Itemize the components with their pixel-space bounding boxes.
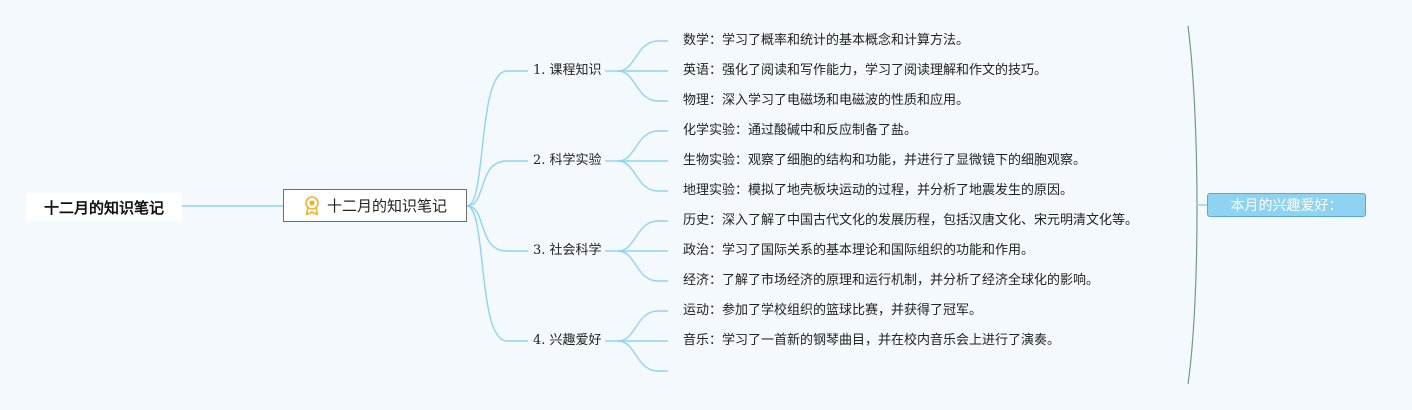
connector-leaf-4-1	[617, 310, 668, 342]
central-topic[interactable]: 十二月的知识笔记	[283, 189, 467, 222]
leaf-math[interactable]: 数学：学习了概率和统计的基本概念和计算方法。	[683, 33, 970, 48]
connector-center-branch-4	[466, 205, 528, 342]
connector-leaf-1-3	[617, 70, 668, 102]
connector-leaf-2-3	[617, 160, 668, 192]
central-topic-label: 十二月的知识笔记	[326, 197, 447, 215]
leaf-english[interactable]: 英语：强化了阅读和写作能力，学习了阅读理解和作文的技巧。	[683, 63, 1048, 78]
branch-science-experiments[interactable]: 2. 科学实验	[533, 153, 602, 168]
leaf-geography-experiment[interactable]: 地理实验：模拟了地壳板块运动的过程，并分析了地震发生的原因。	[683, 183, 1074, 198]
leaf-music[interactable]: 音乐：学习了一首新的钢琴曲目，并在校内音乐会上进行了演奏。	[683, 333, 1061, 348]
root-topic-label: 十二月的知识笔记	[43, 198, 164, 217]
leaf-chemistry-experiment[interactable]: 化学实验：通过酸碱中和反应制备了盐。	[683, 123, 918, 138]
root-topic[interactable]: 十二月的知识笔记	[26, 193, 182, 221]
leaf-history[interactable]: 历史：深入了解了中国古代文化的发展历程，包括汉唐文化、宋元明清文化等。	[683, 213, 1139, 228]
connector-center-branch-1	[466, 70, 528, 207]
leaf-sports[interactable]: 运动：参加了学校组织的篮球比赛，并获得了冠军。	[683, 303, 983, 318]
branch-hobbies[interactable]: 4. 兴趣爱好	[533, 333, 602, 348]
connector-leaf-3-3	[617, 250, 668, 282]
connector-leaf-2-1	[617, 130, 668, 162]
leaf-economics[interactable]: 经济：了解了市场经济的原理和运行机制，并分析了经济全球化的影响。	[683, 273, 1100, 288]
connector-leaf-3-1	[617, 220, 668, 252]
connector-center-branch-2	[466, 160, 528, 207]
summary-bracket	[1187, 25, 1198, 385]
award-badge-icon	[305, 195, 319, 215]
summary-topic-hobbies[interactable]: 本月的兴趣爱好：	[1207, 193, 1366, 217]
branch-course-knowledge[interactable]: 1. 课程知识	[533, 63, 602, 78]
leaf-politics[interactable]: 政治：学习了国际关系的基本理论和国际组织的功能和作用。	[683, 243, 1035, 258]
connector-leaf-4-3	[617, 340, 668, 372]
connector-center-branch-3	[466, 205, 528, 252]
leaf-physics[interactable]: 物理：深入学习了电磁场和电磁波的性质和应用。	[683, 93, 970, 108]
branch-social-science[interactable]: 3. 社会科学	[533, 243, 602, 258]
connector-leaf-1-1	[617, 40, 668, 72]
leaf-biology-experiment[interactable]: 生物实验：观察了细胞的结构和功能，并进行了显微镜下的细胞观察。	[683, 153, 1087, 168]
